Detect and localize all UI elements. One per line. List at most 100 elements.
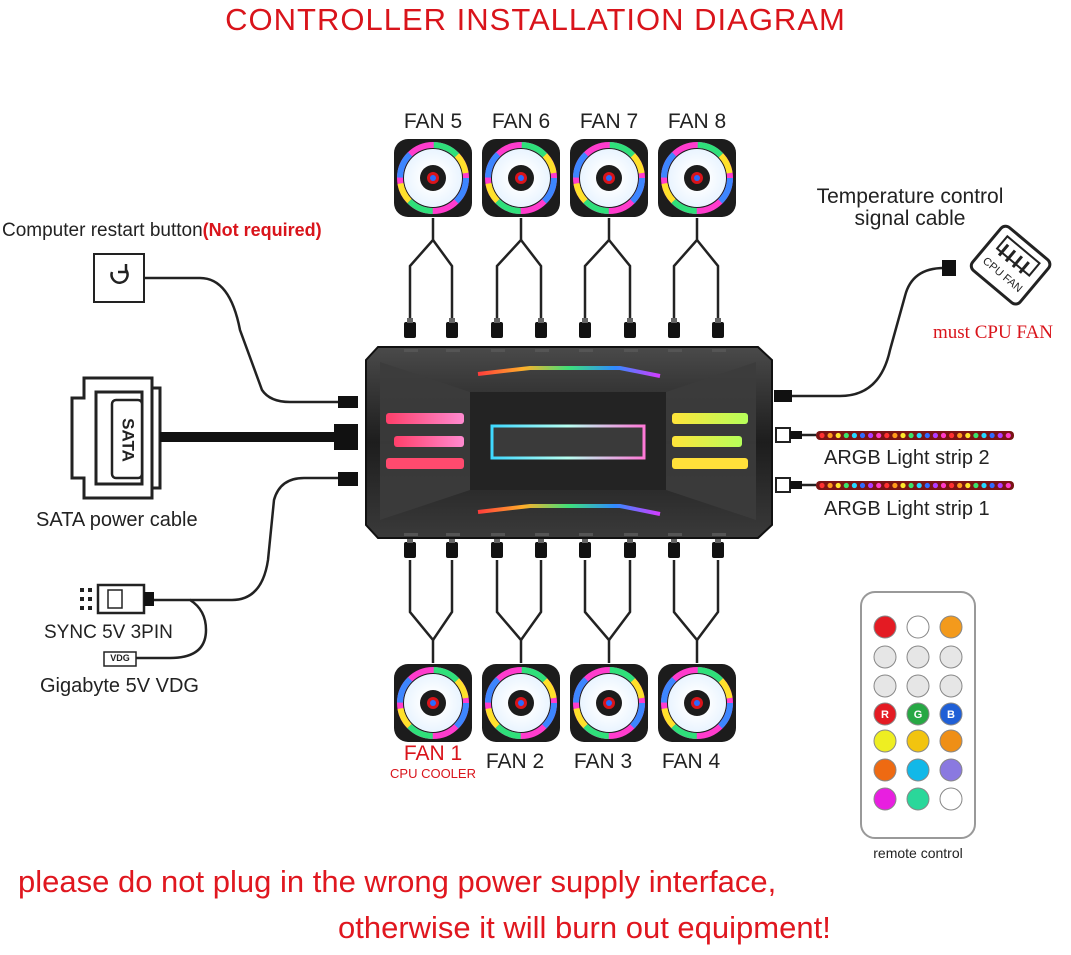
led-dot xyxy=(949,432,955,439)
sync-5v-label: SYNC 5V 3PIN xyxy=(44,622,173,643)
led-dot xyxy=(868,482,874,489)
remote-color-button xyxy=(906,729,930,753)
remote-rgb-letter: B xyxy=(947,709,955,721)
led-dot xyxy=(876,432,882,439)
temperature-label-line1: Temperature control xyxy=(816,185,1004,208)
led-dot xyxy=(835,432,841,439)
temperature-cable xyxy=(790,266,945,398)
argb-strip-2 xyxy=(775,427,1014,443)
fan-3-label: FAN 3 xyxy=(573,750,633,773)
led-dot xyxy=(851,432,858,439)
led-dot xyxy=(989,432,995,439)
cpu-fan-header-graphic: CPU FAN xyxy=(969,224,1052,306)
led-dot xyxy=(892,432,898,439)
remote-top-button xyxy=(906,615,930,639)
led-dot xyxy=(884,482,890,489)
led-dot xyxy=(1005,482,1011,489)
remote-control-label: remote control xyxy=(873,845,963,861)
fan-7-label: FAN 7 xyxy=(579,110,639,133)
remote-rgb-button xyxy=(873,702,897,726)
gigabyte-vdg-label: Gigabyte 5V VDG xyxy=(40,675,199,697)
bottom-fan-cables xyxy=(408,560,720,663)
led-dot xyxy=(940,432,947,439)
remote-color-button xyxy=(873,758,897,782)
argb-strip-2-label: ARGB Light strip 2 xyxy=(824,447,990,469)
restart-button-graphic xyxy=(93,253,145,303)
vdg-tag: VDG xyxy=(110,653,130,663)
vdg-cable xyxy=(136,598,208,660)
restart-plug xyxy=(338,396,358,408)
remote-color-button xyxy=(873,787,897,811)
temperature-label-line2: signal cable xyxy=(854,207,966,230)
led-dot xyxy=(892,482,898,489)
led-dot xyxy=(957,482,963,489)
remote-color-button xyxy=(939,729,963,753)
sata-connector-graphic: SATA xyxy=(70,376,162,500)
remote-top-button xyxy=(939,615,963,639)
sync-connector-graphic xyxy=(80,583,154,615)
sync-cable xyxy=(190,476,340,602)
fan-8 xyxy=(658,139,736,217)
sata-power-label: SATA power cable xyxy=(36,509,198,531)
led-dot xyxy=(997,432,1003,439)
led-dot xyxy=(924,482,930,489)
remote-color-button xyxy=(873,729,897,753)
remote-control-button xyxy=(939,645,963,669)
led-dot xyxy=(973,432,979,439)
led-dot xyxy=(843,482,849,489)
restart-cable xyxy=(144,276,340,404)
led-dot xyxy=(932,482,939,489)
temperature-end-plug xyxy=(942,260,956,276)
led-dot xyxy=(940,482,947,489)
remote-rgb-letter: G xyxy=(914,709,923,721)
remote-control-button xyxy=(906,674,930,698)
fan-7 xyxy=(570,139,648,217)
fan-1 xyxy=(394,664,472,742)
led-dot xyxy=(868,432,874,439)
remote-rgb-button xyxy=(906,702,930,726)
bottom-fan-plugs xyxy=(404,538,724,558)
controller-hub xyxy=(365,346,773,539)
temperature-plug xyxy=(774,390,792,402)
led-dot xyxy=(1005,432,1011,439)
sync-plug xyxy=(338,472,358,486)
led-dot xyxy=(859,482,866,489)
remote-color-button xyxy=(906,787,930,811)
led-dot xyxy=(827,482,833,489)
led-dot xyxy=(997,482,1003,489)
fan-5 xyxy=(394,139,472,217)
restart-not-required-note: (Not required) xyxy=(202,220,322,240)
led-dot xyxy=(876,482,882,489)
fan-2 xyxy=(482,664,560,742)
led-dot xyxy=(957,432,963,439)
remote-rgb-button xyxy=(939,702,963,726)
fan-1-cpu-cooler-label: CPU COOLER xyxy=(390,766,476,781)
led-dot xyxy=(900,432,906,439)
restart-button-label-text: Computer restart button xyxy=(2,220,203,241)
fan-6-label: FAN 6 xyxy=(491,110,551,133)
argb-strip-1 xyxy=(775,477,1014,493)
remote-color-button xyxy=(939,758,963,782)
diagram-title: CONTROLLER INSTALLATION DIAGRAM xyxy=(225,2,846,37)
led-dot xyxy=(981,432,987,439)
restart-button-label: Computer restart button(Not required) xyxy=(2,220,322,242)
led-dot xyxy=(924,432,930,439)
led-dot xyxy=(965,432,971,439)
sata-plug xyxy=(334,424,358,450)
remote-color-button xyxy=(939,787,963,811)
sata-connector-text: SATA xyxy=(119,418,138,462)
led-dot xyxy=(819,482,825,489)
fan-8-label: FAN 8 xyxy=(667,110,727,133)
led-dot xyxy=(965,482,971,489)
temperature-label: Temperature control signal cable xyxy=(800,186,1020,230)
led-dot xyxy=(819,432,825,439)
led-dot xyxy=(851,482,858,489)
sata-cable xyxy=(160,432,336,442)
led-dot xyxy=(989,482,995,489)
remote-control-button xyxy=(873,674,897,698)
top-fan-cables xyxy=(408,218,720,318)
argb-strip-1-label: ARGB Light strip 1 xyxy=(824,498,990,520)
led-dot xyxy=(916,432,922,439)
fan-5-label: FAN 5 xyxy=(403,110,463,133)
